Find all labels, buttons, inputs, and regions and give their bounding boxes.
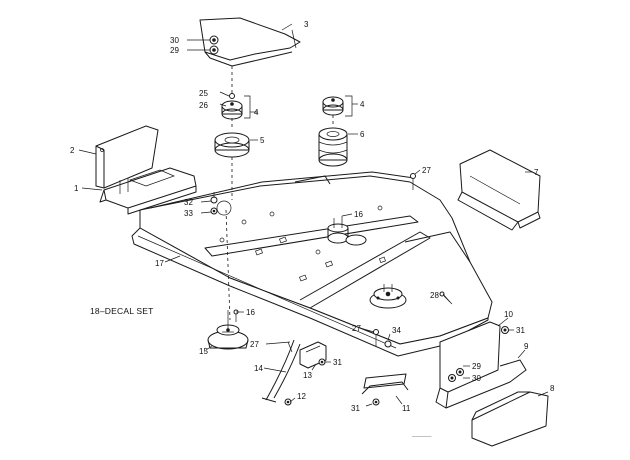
callout-10: 10 <box>504 310 513 319</box>
callout-9: 9 <box>524 342 529 351</box>
callout-34: 34 <box>392 326 401 335</box>
callout-15: 15 <box>199 347 208 356</box>
callout-30-top: 30 <box>170 36 179 45</box>
callout-17: 17 <box>155 259 164 268</box>
callout-33: 33 <box>184 209 193 218</box>
callout-12: 12 <box>297 392 306 401</box>
pulley-part-6 <box>318 127 348 167</box>
callout-7: 7 <box>534 168 539 177</box>
callout-14: 14 <box>254 364 263 373</box>
callout-16-center: 16 <box>354 210 363 219</box>
callout-31-bottom: 31 <box>351 404 360 413</box>
callout-1: 1 <box>74 184 79 193</box>
callout-30-right: 30 <box>472 374 481 383</box>
callout-29-right: 29 <box>472 362 481 371</box>
hardware-29-30-top <box>209 35 219 55</box>
callout-28: 28 <box>430 291 439 300</box>
callout-13: 13 <box>303 371 312 380</box>
callout-2: 2 <box>70 146 75 155</box>
guard-part-2 <box>95 125 159 189</box>
spindle-assembly-center <box>327 216 367 246</box>
callout-11: 11 <box>402 404 411 413</box>
bracket-part-1 <box>99 167 197 215</box>
callout-labels: 3 30 29 25 26 4 5 4 6 2 1 32 33 27 7 16 … <box>70 20 555 438</box>
decal-set-caption: 18–DECAL SET <box>90 306 154 316</box>
callout-8: 8 <box>550 384 555 393</box>
shield-part-7 <box>457 149 541 231</box>
callout-26: 26 <box>199 101 208 110</box>
drawing-code: _______ <box>411 432 432 438</box>
callout-27-center: 27 <box>352 324 361 333</box>
leader-lines <box>78 23 549 407</box>
hub-part-4-right <box>322 96 344 116</box>
fasteners <box>233 173 453 406</box>
pulley-part-5 <box>214 132 250 158</box>
callout-25: 25 <box>199 89 208 98</box>
callout-27-left: 27 <box>250 340 259 349</box>
callout-4-right: 4 <box>360 100 365 109</box>
hub-part-4-left <box>221 93 243 120</box>
callout-5: 5 <box>260 136 265 145</box>
callout-6: 6 <box>360 130 365 139</box>
callout-32: 32 <box>184 198 193 207</box>
guard-part-10 <box>435 321 527 409</box>
hardware-32-33 <box>210 192 218 215</box>
spindle-assembly-right <box>369 284 407 309</box>
callout-3: 3 <box>304 20 309 29</box>
callout-29-top: 29 <box>170 46 179 55</box>
rod-part-14 <box>261 339 301 406</box>
hardware-29-30-right <box>448 368 464 382</box>
baffle-part-11 <box>361 373 409 395</box>
callout-27-top-right: 27 <box>422 166 431 175</box>
callout-4-left: 4 <box>254 108 259 117</box>
callout-31-center: 31 <box>333 358 342 367</box>
callout-31-right: 31 <box>516 326 525 335</box>
spindle-assembly-left <box>207 209 249 350</box>
guard-part-8 <box>471 391 549 447</box>
callout-16-left: 16 <box>246 308 255 317</box>
hardware-31-right <box>501 326 509 334</box>
